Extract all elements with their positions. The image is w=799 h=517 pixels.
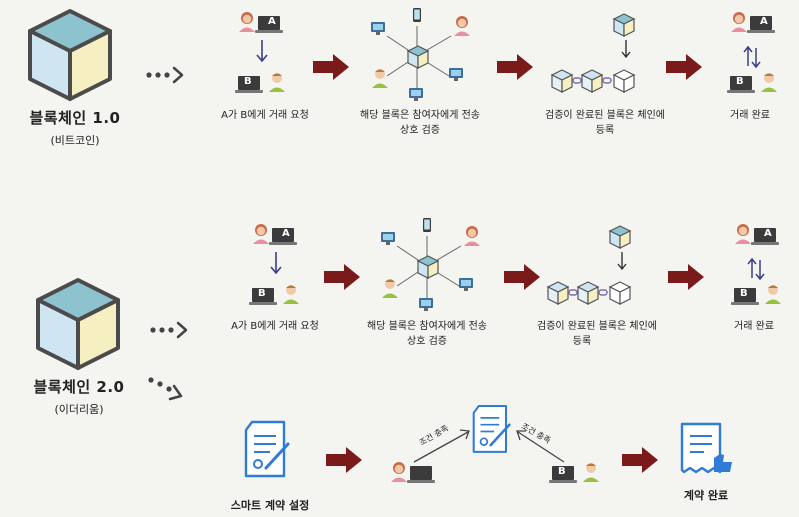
laptop-icon — [249, 288, 277, 305]
broadcast-network-illustration — [375, 216, 485, 316]
step-verify-label: 상호 검증 — [400, 125, 440, 136]
chain-register-illustration — [547, 224, 658, 314]
red-arrow-icon — [324, 264, 360, 290]
laptop-icon — [407, 466, 435, 483]
label-b: B — [736, 76, 744, 87]
blockchain-1-subtitle: (비트코인) — [50, 134, 100, 147]
chain-cube-icon — [581, 69, 603, 93]
person-b-icon — [765, 285, 781, 304]
broadcast-network-illustration — [365, 6, 475, 106]
blockchain-2-title: 블록체인 2.0 — [33, 378, 125, 396]
red-arrow-icon — [504, 264, 540, 290]
person-a-icon — [391, 462, 407, 482]
down-arrow-icon — [621, 40, 631, 59]
label-a: A — [268, 16, 276, 27]
step-register-label: 등록 — [572, 336, 592, 347]
step-register-label: 등록 — [595, 125, 615, 136]
contract-complete-label: 계약 완료 — [683, 489, 729, 502]
step-verify-label: 상호 검증 — [407, 336, 447, 347]
person-b-icon — [269, 73, 285, 92]
chain-cube-icon — [577, 281, 599, 305]
blockchain-1-title: 블록체인 1.0 — [29, 109, 121, 127]
monitor-icon — [371, 22, 385, 35]
a-to-b-request-illustration: A B — [246, 222, 306, 312]
red-arrow-icon — [497, 54, 533, 80]
step-request-label: A가 B에게 거래 요청 — [231, 321, 319, 332]
dots-arrow-icon — [149, 321, 188, 339]
person-a-icon — [735, 224, 751, 244]
person-icon — [372, 69, 388, 88]
blockchain-1-cube-icon — [28, 9, 112, 101]
phone-icon — [423, 218, 431, 232]
laptop-icon — [727, 76, 755, 93]
dots-arrow-icon — [145, 66, 184, 84]
transaction-complete-illustration: A B — [726, 10, 786, 100]
red-arrow-icon — [668, 264, 704, 290]
step-request-label: A가 B에게 거래 요청 — [221, 110, 309, 121]
dots-arrow-down-icon — [148, 377, 183, 401]
red-arrow-icon — [313, 54, 349, 80]
block-cube-icon — [407, 45, 429, 69]
label-a: A — [282, 228, 290, 239]
smart-contract-setup-label: 스마트 계약 설정 — [230, 499, 310, 512]
person-a-icon — [253, 224, 269, 244]
phone-icon — [413, 8, 421, 22]
block-cube-icon — [417, 255, 439, 279]
chain-cube-icon — [551, 69, 573, 93]
person-b-icon — [283, 285, 299, 304]
new-block-cube-icon — [609, 225, 631, 249]
new-block-outline-icon — [609, 281, 631, 305]
label-b: B — [558, 466, 566, 477]
blockchain-2-subtitle: (이더리움) — [54, 403, 104, 416]
label-b: B — [244, 76, 252, 87]
person-icon — [382, 279, 398, 298]
step-complete-label: 거래 완료 — [734, 321, 774, 332]
person-b-icon — [583, 463, 599, 482]
monitor-icon — [459, 278, 473, 291]
person-icon — [464, 226, 480, 246]
label-a: A — [764, 228, 772, 239]
person-a-icon — [731, 12, 747, 32]
red-arrow-icon — [326, 447, 362, 473]
step-chain-label: 검증이 완료된 블록은 체인에 — [537, 321, 657, 332]
chain-cube-icon — [547, 281, 569, 305]
monitor-icon — [381, 232, 395, 245]
person-icon — [454, 16, 470, 36]
laptop-icon — [549, 466, 577, 483]
down-arrow-icon — [617, 252, 627, 271]
down-arrow-icon — [256, 40, 268, 63]
computer-icon — [419, 298, 433, 311]
chain-link-icon — [602, 77, 612, 84]
blockchain-2-cube-icon — [36, 278, 120, 370]
computer-icon — [409, 88, 423, 101]
condition-check-illustration: 조건 충족 조건 충족 B — [384, 400, 604, 492]
monitor-icon — [449, 68, 463, 81]
step-complete-label: 거래 완료 — [730, 110, 770, 121]
new-block-outline-icon — [613, 69, 635, 93]
step-chain-label: 검증이 완료된 블록은 체인에 — [545, 110, 665, 121]
exchange-arrows-icon — [743, 45, 761, 69]
chain-register-illustration — [551, 12, 662, 102]
new-block-cube-icon — [613, 13, 635, 37]
label-b: B — [258, 288, 266, 299]
chain-link-icon — [598, 289, 608, 296]
exchange-arrows-icon — [747, 257, 765, 281]
contract-document-icon — [244, 420, 290, 478]
laptop-icon — [731, 288, 759, 305]
red-arrow-icon — [622, 447, 658, 473]
red-arrow-icon — [666, 54, 702, 80]
condition-arrows — [413, 429, 565, 463]
contract-complete-icon — [680, 422, 732, 474]
down-arrow-icon — [270, 252, 282, 275]
step-broadcast-label: 해당 블록은 참여자에게 전송 — [367, 321, 487, 332]
person-a-icon — [239, 12, 255, 32]
label-a: A — [760, 16, 768, 27]
label-b: B — [740, 288, 748, 299]
person-b-icon — [761, 73, 777, 92]
transaction-complete-illustration: A B — [730, 222, 790, 312]
a-to-b-request-illustration: A B — [232, 10, 292, 100]
laptop-icon — [235, 76, 263, 93]
step-broadcast-label: 해당 블록은 참여자에게 전송 — [360, 110, 480, 121]
